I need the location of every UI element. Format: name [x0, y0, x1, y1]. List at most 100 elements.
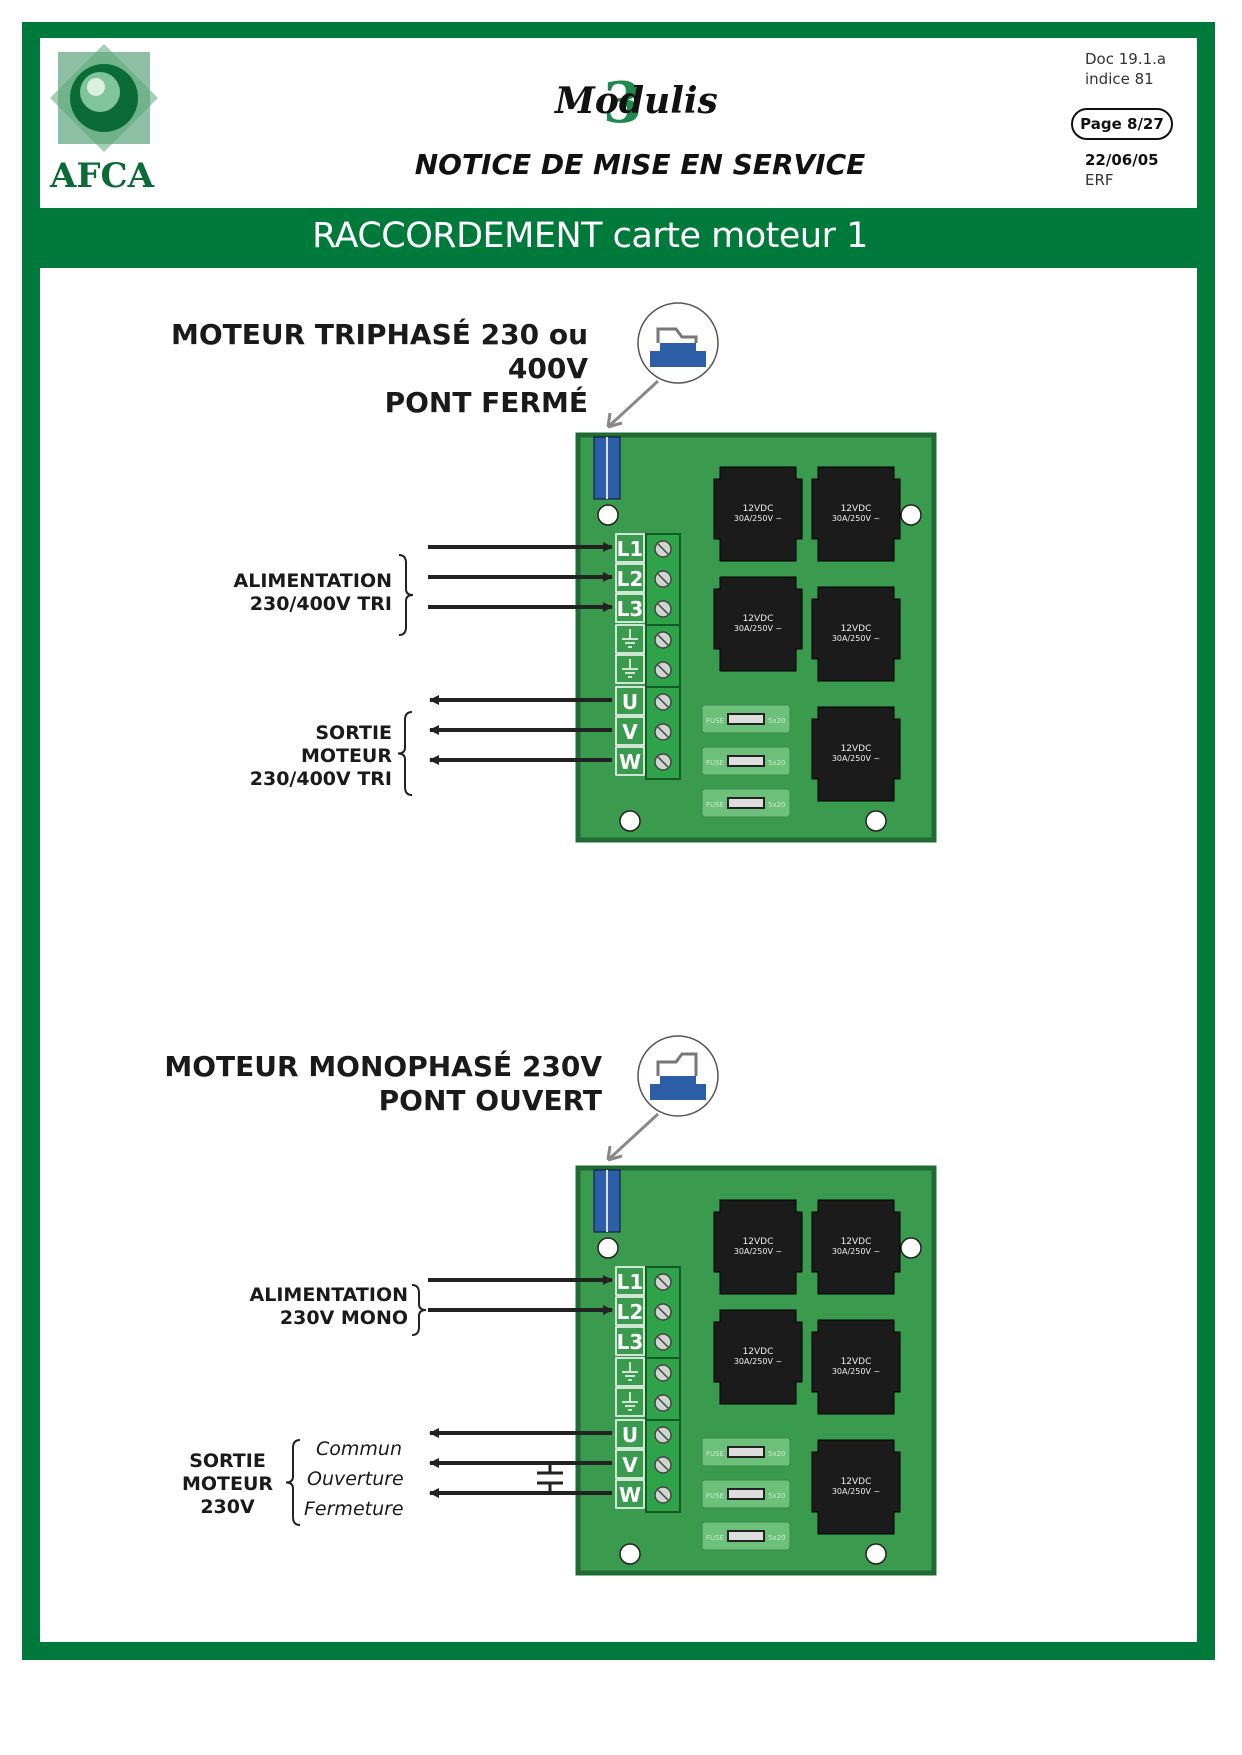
wire-ouverture-label: Ouverture — [307, 1468, 404, 1490]
wire-fermeture-label: Fermeture — [304, 1498, 404, 1520]
d1-mount-hole-4 — [865, 810, 887, 832]
afca-logo-text: AFCA — [50, 156, 154, 196]
d1-mount-hole-1 — [597, 504, 619, 526]
doc-reference: Doc 19.1.a — [1085, 50, 1167, 68]
d1-terminal-label-box-L1 — [615, 533, 645, 563]
d1-bridge-connector-icon — [650, 343, 706, 367]
d2-relay-5-voltage: 12VDC — [841, 1477, 872, 1487]
d2-capacitor — [537, 1463, 563, 1493]
d2-screw-slot-5 — [657, 1397, 669, 1409]
d1-screw-slot-4 — [657, 634, 669, 646]
doc-indice: indice 81 — [1085, 70, 1154, 88]
d2-relay-2 — [811, 1199, 901, 1295]
d1-bridge-closed-icon — [656, 327, 698, 343]
d1-fuse-1-label: FUSE — [706, 717, 724, 725]
d1-terminal-label-box-L2 — [615, 563, 645, 593]
d1-terminal-label-box-V — [615, 716, 645, 746]
d1-screw-slot-5 — [657, 664, 669, 676]
d2-relay-4-voltage: 12VDC — [841, 1357, 872, 1367]
d1-relay-3 — [713, 576, 803, 672]
d1-ground-icon-2 — [622, 659, 638, 678]
diagram1-title-line2: PONT FERMÉ — [384, 386, 588, 419]
afca-logo-emblem — [50, 44, 158, 152]
d2-screw-slot-4 — [657, 1367, 669, 1379]
d2-terminal-label-box-L3 — [615, 1326, 645, 1356]
diagram2-input-label-line2: 230V MONO — [279, 1307, 408, 1329]
brand-name: Modulis — [555, 80, 718, 122]
d1-relay-3-voltage: 12VDC — [743, 614, 774, 624]
d2-callout-arrow — [606, 1112, 660, 1162]
d1-relay-2-voltage: 12VDC — [841, 504, 872, 514]
section-title: RACCORDEMENT carte moteur 1 — [312, 216, 868, 256]
d1-relay-1-voltage: 12VDC — [743, 504, 774, 514]
d2-bridge-open-icon — [656, 1052, 698, 1076]
d2-fuse-3 — [727, 1530, 765, 1542]
d1-screw-slot-7 — [657, 726, 669, 738]
d2-screw-slot-8 — [657, 1489, 669, 1501]
d2-terminal-label-box-V — [615, 1449, 645, 1479]
d1-fuse-3-size: 5x20 — [768, 801, 786, 809]
d2-terminal-label-box-L1 — [615, 1266, 645, 1296]
diagram1-output-label: SORTIE MOTEUR 230/400V TRI — [200, 722, 392, 791]
d1-terminal-label-L2: L2 — [617, 567, 644, 591]
d2-terminal-label-L2: L2 — [617, 1300, 644, 1324]
diagram2-title-line2: PONT OUVERT — [378, 1084, 602, 1117]
d1-relay-1-rating: 30A/250V ~ — [734, 514, 782, 523]
d2-relay-3-voltage: 12VDC — [743, 1347, 774, 1357]
d2-fuse-2 — [727, 1488, 765, 1500]
diagram2-title: MOTEUR MONOPHASÉ 230V PONT OUVERT — [100, 1050, 602, 1118]
d2-ground-icon-1 — [622, 1362, 638, 1381]
d2-fuse-1-size: 5x20 — [768, 1450, 786, 1458]
d1-fuse-2-size: 5x20 — [768, 759, 786, 767]
diagram1-input-label: ALIMENTATION 230/400V TRI — [190, 570, 392, 616]
d2-relay-1 — [713, 1199, 803, 1295]
diagram2-input-label-line1: ALIMENTATION — [249, 1284, 408, 1306]
d1-fuse-3 — [727, 797, 765, 809]
diagram2-output-label: SORTIE MOTEUR 230V — [170, 1450, 285, 1519]
d1-fuse-2 — [727, 755, 765, 767]
d1-relay-4-voltage: 12VDC — [841, 624, 872, 634]
diagram1-output-label-line2: MOTEUR — [300, 745, 392, 767]
d1-relay-4 — [811, 586, 901, 682]
wire-commun-label: Commun — [316, 1438, 402, 1460]
d1-screw-slot-2 — [657, 573, 669, 585]
diagram1-title: MOTEUR TRIPHASÉ 230 ou 400V PONT FERMÉ — [100, 318, 588, 420]
notice-title: NOTICE DE MISE EN SERVICE — [414, 148, 866, 181]
diagram2-input-label: ALIMENTATION 230V MONO — [200, 1284, 408, 1330]
d2-relay-2-voltage: 12VDC — [841, 1237, 872, 1247]
diagram2-title-line1: MOTEUR MONOPHASÉ 230V — [164, 1050, 602, 1083]
d1-terminal-label-U: U — [622, 690, 638, 714]
d1-terminal-label-V: V — [622, 720, 638, 744]
diagram1-output-label-line1: SORTIE — [315, 722, 392, 744]
d1-relay-1 — [713, 466, 803, 562]
d2-mount-hole-4 — [865, 1543, 887, 1565]
diagram1-title-line1: MOTEUR TRIPHASÉ 230 ou 400V — [170, 318, 588, 385]
d2-screw-slot-3 — [657, 1336, 669, 1348]
d2-ground-icon-2 — [622, 1392, 638, 1411]
d1-ground-icon-1 — [622, 629, 638, 648]
d1-mount-hole-3 — [619, 810, 641, 832]
d2-screw-slot-6 — [657, 1429, 669, 1441]
section-title-bar: RACCORDEMENT carte moteur 1 — [40, 208, 1197, 258]
d2-output-bracket — [285, 1439, 301, 1526]
d1-screw-slot-3 — [657, 603, 669, 615]
d1-terminal-label-L3: L3 — [617, 597, 644, 621]
d2-relay-3-rating: 30A/250V ~ — [734, 1357, 782, 1366]
d2-relay-4-rating: 30A/250V ~ — [832, 1367, 880, 1376]
d1-screw-slot-6 — [657, 696, 669, 708]
d2-relay-5 — [811, 1439, 901, 1535]
d2-terminal-label-L3: L3 — [617, 1330, 644, 1354]
d1-screw-slot-1 — [657, 543, 669, 555]
d1-relay-4-rating: 30A/250V ~ — [832, 634, 880, 643]
d1-relay-2-rating: 30A/250V ~ — [832, 514, 880, 523]
d1-fuse-3-label: FUSE — [706, 801, 724, 809]
diagram1-input-label-line1: ALIMENTATION — [233, 570, 392, 592]
d2-terminal-label-W: W — [619, 1483, 641, 1507]
d1-terminal-label-box-U — [615, 686, 645, 716]
d1-terminal-label-L1: L1 — [617, 537, 644, 561]
d2-input-bracket — [411, 1284, 427, 1336]
d1-relay-5-voltage: 12VDC — [841, 744, 872, 754]
